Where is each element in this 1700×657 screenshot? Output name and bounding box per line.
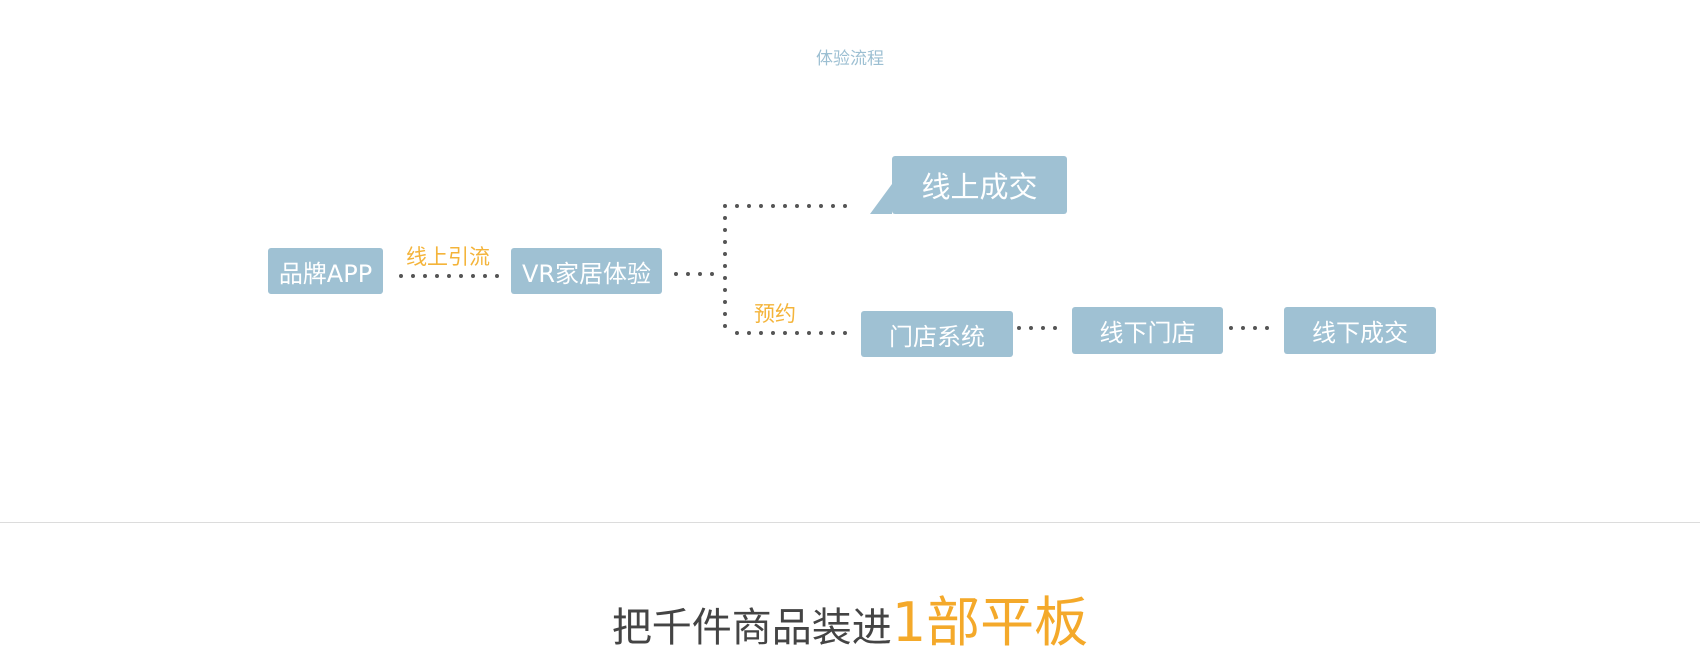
node-vr-home: VR家居体验	[511, 248, 662, 294]
online-deal-pointer	[870, 184, 892, 214]
headline-highlight: 1部平板	[891, 591, 1089, 654]
edge-label-online-traffic: 线上引流	[406, 245, 490, 269]
flow-connectors	[399, 184, 1277, 335]
headline: 把千件商品装进1部平板	[0, 578, 1700, 657]
node-brand-app: 品牌APP	[268, 248, 383, 294]
node-offline-store: 线下门店	[1072, 307, 1223, 354]
experience-flow-diagram: 品牌APP 线上引流 VR家居体验 线上成交 预约 门店系统 线下门店 线下成交	[268, 156, 1436, 357]
headline-main: 把千件商品装进	[611, 605, 892, 651]
node-store-system: 门店系统	[861, 311, 1013, 357]
edge-label-reservation: 预约	[754, 302, 796, 326]
node-offline-deal: 线下成交	[1284, 307, 1436, 354]
section-divider	[0, 522, 1700, 523]
section-title: 体验流程	[816, 49, 884, 69]
node-online-deal: 线上成交	[892, 156, 1067, 214]
